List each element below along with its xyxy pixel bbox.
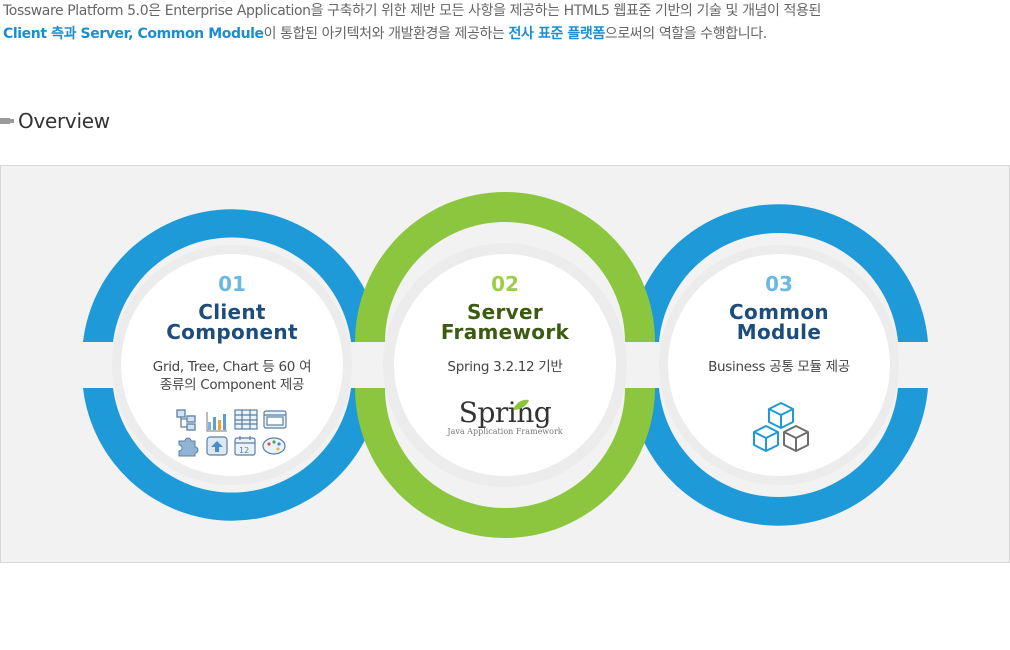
spring-tagline: Java Application Framework [447, 427, 563, 436]
upload-icon [206, 436, 228, 456]
card-title-line-1: Client [198, 300, 266, 324]
section-heading: Overview [0, 108, 110, 134]
ring-module [629, 204, 928, 526]
grid-icon [234, 409, 258, 430]
tree-icon [176, 409, 196, 431]
ring-client [83, 209, 381, 521]
card-description: Business 공통 모듈 제공 [708, 359, 850, 375]
intro-line-2-mid: 이 통합된 아키텍처와 개발환경을 제공하는 [263, 26, 509, 42]
svg-text:12: 12 [239, 446, 249, 455]
card-title-line-2: Module [736, 320, 822, 344]
card-number: 03 [765, 272, 793, 296]
section-title: Overview [18, 109, 110, 133]
ring-server [355, 192, 655, 538]
intro-line-2: Client 측과 Server, Common Module이 통합된 아키텍… [3, 23, 821, 46]
window-icon [263, 410, 287, 429]
card-title-line-1: Common [729, 300, 829, 324]
calendar-icon: 12 [234, 436, 256, 456]
spring-wordmark: Spring [458, 396, 552, 429]
card-desc-line-1: Grid, Tree, Chart 등 60 여 [152, 359, 312, 375]
card-title-line-2: Component [166, 320, 298, 344]
client-icons: 12 [176, 409, 287, 457]
card-desc-line-2: 종류의 Component 제공 [159, 377, 305, 393]
palette-icon [262, 437, 286, 455]
intro-line-2-end: 으로써의 역할을 수행합니다. [604, 26, 767, 42]
intro-highlight-1: Client 측과 Server, Common Module [3, 26, 264, 42]
card-description: Spring 3.2.12 기반 [447, 359, 563, 375]
rings-graphic [83, 192, 928, 538]
chart-icon [206, 412, 227, 432]
card-title-line-2: Framework [440, 320, 570, 344]
card-number: 02 [491, 272, 519, 296]
puzzle-icon [178, 437, 199, 457]
intro-highlight-2: 전사 표준 플랫폼 [508, 26, 606, 42]
bullet-icon [0, 118, 14, 124]
intro-text: Tossware Platform 5.0은 Enterprise Applic… [3, 0, 821, 46]
spring-logo: Spring Java Application Framework [435, 396, 575, 436]
card-title-line-1: Server [466, 300, 544, 324]
leaf-icon [513, 399, 529, 410]
intro-line-1: Tossware Platform 5.0은 Enterprise Applic… [3, 3, 822, 19]
card-number: 01 [218, 272, 246, 296]
cubes-icon [753, 402, 809, 452]
